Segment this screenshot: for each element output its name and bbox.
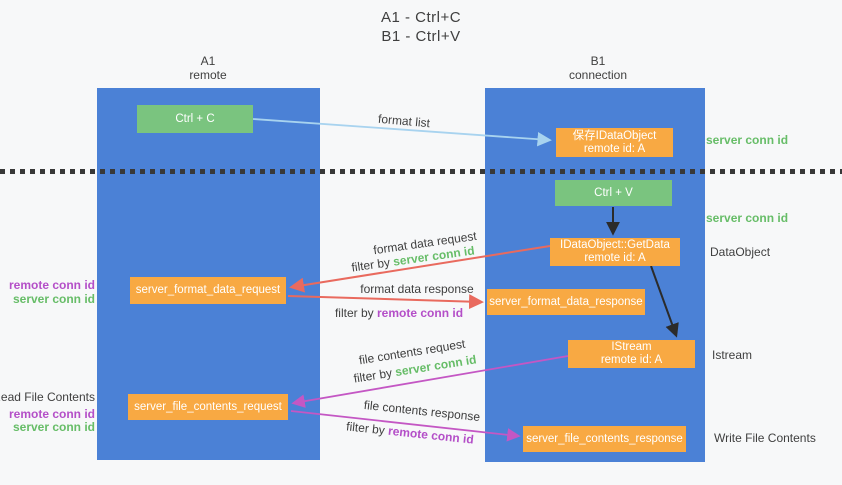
left-read-file-stack: Read File Contents remote conn id server… [0,390,95,435]
filter-by-text-1: filter by [350,255,391,275]
filter-by-remote-conn-id-4: filter by remote conn id [346,419,475,446]
server-file-contents-request-label: server_file_contents_request [134,400,282,413]
getdata-node: IDataObject::GetData remote id: A [550,238,680,266]
save-idataobject-node: 保存IDataObject remote id: A [556,128,673,157]
server-format-data-response-node: server_format_data_response [487,289,645,315]
filter-by-text-4: filter by [345,419,386,438]
left-column-role: remote [189,68,227,82]
right-column-role: connection [568,68,628,82]
istream-line2: remote id: A [600,354,663,366]
read-file-contents-label: Read File Contents [0,390,95,404]
istream-side-label: Istream [712,348,753,362]
left-server-conn-id-1: server conn id [12,291,95,306]
save-idataobject-line1: 保存IDataObject [572,129,657,142]
filter-by-text-3: filter by [352,365,394,386]
server-file-contents-request-node: server_file_contents_request [128,394,288,420]
session-divider-dotted-line [0,169,842,174]
right-column-name: B1 [590,54,606,68]
server-file-contents-response-node: server_file_contents_response [523,426,686,452]
ctrl-c-label: Ctrl + C [175,112,215,125]
left-conn-id-stack-1: remote conn id server conn id [8,278,95,306]
istream-node: IStream remote id: A [568,340,695,368]
left-column-header: A1 remote [148,54,268,82]
server-file-contents-response-label: server_file_contents_response [526,432,683,445]
format-data-response-label: format data response [360,282,474,296]
filter-by-remote-conn-id-2: filter by remote conn id [335,306,463,320]
getdata-line2: remote id: A [584,252,646,264]
ctrl-v-label: Ctrl + V [594,186,633,199]
left-remote-conn-id-2: remote conn id [8,406,95,421]
file-contents-response-label: file contents response [363,397,481,425]
filter-by-text-2: filter by [334,306,374,320]
dataobject-label: DataObject [710,245,771,259]
server-conn-id-top-label: server conn id [706,133,789,147]
save-idataobject-line2: remote id: A [583,142,646,155]
title-line-1: A1 - Ctrl+C [380,9,462,26]
server-format-data-request-node: server_format_data_request [130,277,286,304]
filter-value-2: remote conn id [377,306,464,320]
left-remote-conn-id-1: remote conn id [8,278,95,292]
format-list-label: format list [377,111,431,131]
left-server-conn-id-2: server conn id [12,420,95,434]
title-line-2: B1 - Ctrl+V [381,28,461,45]
server-format-data-request-label: server_format_data_request [135,284,281,296]
left-column-name: A1 [200,54,216,68]
write-file-contents-label: Write File Contents [714,431,816,445]
server-conn-id-mid-label: server conn id [706,211,789,225]
diagram-title: A1 - Ctrl+C B1 - Ctrl+V [0,8,842,46]
filter-value-4: remote conn id [387,423,475,447]
ctrl-v-node: Ctrl + V [555,180,672,206]
getdata-line1: IDataObject::GetData [560,239,670,251]
right-column-header: B1 connection [538,54,658,82]
server-format-data-response-label: server_format_data_response [489,295,643,308]
ctrl-c-node: Ctrl + C [137,105,253,133]
istream-line1: IStream [611,341,652,353]
